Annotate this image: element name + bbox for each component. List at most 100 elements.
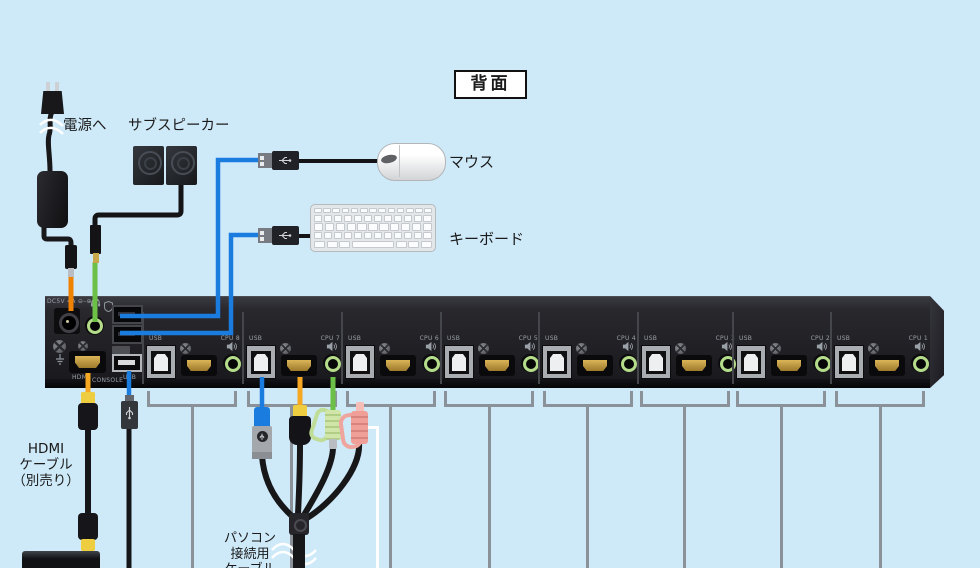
key (423, 232, 432, 240)
cable-break-marks (39, 118, 64, 135)
console-row-label-hdmi: HDMI (72, 374, 90, 381)
title-box: 背面 (454, 70, 527, 99)
callout-line-horizontal (362, 426, 379, 429)
section-divider (142, 312, 144, 384)
panel-screw (770, 343, 781, 354)
key (383, 214, 393, 222)
key (363, 232, 373, 240)
panel-screw (180, 343, 191, 354)
device-top-edge (45, 296, 930, 311)
usb-port-label: USB (249, 335, 263, 342)
audio-jack (911, 354, 929, 372)
speaker-cable (92, 184, 184, 227)
key (422, 223, 432, 231)
key (323, 214, 333, 222)
hdmi-port (771, 355, 807, 376)
hdmi-port (577, 355, 613, 376)
key (332, 208, 341, 214)
key (403, 232, 413, 240)
key (403, 214, 413, 222)
audio-jack (323, 354, 341, 372)
console-audio-jack (85, 316, 104, 335)
panel-screw (675, 343, 686, 354)
usb-b-port (444, 345, 474, 379)
cpu-port-label: CPU 3 (715, 335, 735, 342)
section-divider (242, 312, 244, 384)
key (396, 208, 405, 214)
cpu-port-label: CPU 4 (616, 335, 636, 342)
cpu-port-label: CPU 5 (518, 335, 538, 342)
speaker-icon (914, 341, 925, 352)
key (353, 232, 363, 240)
hdmi-port (479, 355, 515, 376)
console-hdmi-port (69, 351, 106, 373)
speaker-icon (816, 341, 827, 352)
ground-screw (53, 340, 66, 353)
cpu-port-label: CPU 6 (419, 335, 439, 342)
section-divider (538, 312, 540, 384)
usb-port-label: USB (447, 335, 461, 342)
mouse-button-split (399, 145, 400, 177)
usb-b-port (246, 345, 276, 379)
panel-screw (576, 343, 587, 354)
key (339, 240, 351, 248)
console-row-label-console: CONSOLE (92, 377, 124, 384)
key (413, 232, 422, 240)
cpu-port-label: CPU 8 (220, 335, 240, 342)
usb-b-port (542, 345, 572, 379)
device-right-side (930, 296, 944, 388)
usb-b-port (146, 345, 176, 379)
panel-screw (478, 343, 489, 354)
key (373, 214, 383, 222)
dc-power-jack (54, 308, 80, 334)
usb-b-port (641, 345, 671, 379)
key (343, 232, 353, 240)
key (400, 223, 411, 231)
key (343, 214, 353, 222)
console-usb-port-keyboard (112, 325, 143, 344)
section-divider (341, 312, 343, 384)
audio-jack (718, 354, 736, 372)
key (314, 208, 322, 214)
key (323, 232, 333, 240)
key (314, 214, 323, 222)
section-divider (732, 312, 734, 384)
key (423, 214, 432, 222)
key (314, 223, 324, 231)
key (323, 208, 331, 214)
section-divider (440, 312, 442, 384)
console-label-plate (112, 346, 130, 354)
keyboard-illustration (310, 204, 436, 252)
key (333, 214, 343, 222)
console-row-label-usb: USB (123, 374, 137, 381)
key (368, 223, 378, 231)
key (341, 208, 350, 214)
key (393, 214, 403, 222)
spacebar-key (351, 240, 395, 248)
key (357, 223, 367, 231)
key (326, 240, 338, 248)
hdmi-port (869, 355, 905, 376)
key (314, 232, 323, 240)
console-usb-port (112, 354, 142, 372)
key (314, 240, 326, 248)
dc-cord (41, 227, 74, 246)
panel-screw (78, 341, 88, 351)
key (333, 232, 343, 240)
device-bottom-edge (45, 379, 930, 388)
usb-port-label: USB (739, 335, 753, 342)
usb-trident-icon (125, 407, 134, 420)
key (379, 223, 389, 231)
audio-jack (619, 354, 637, 372)
key (393, 232, 403, 240)
key (395, 240, 407, 248)
sub-speaker-label: サブスピーカー (128, 118, 230, 134)
ac-adapter (37, 171, 68, 228)
usb-port-label: USB (644, 335, 658, 342)
speaker-icon (622, 341, 633, 352)
dc-power-label: DC5V 4A ⊖–⊕ + (47, 298, 100, 305)
key (335, 223, 346, 231)
audio-jack (521, 354, 539, 372)
keyboard-label: キーボード (449, 230, 525, 248)
